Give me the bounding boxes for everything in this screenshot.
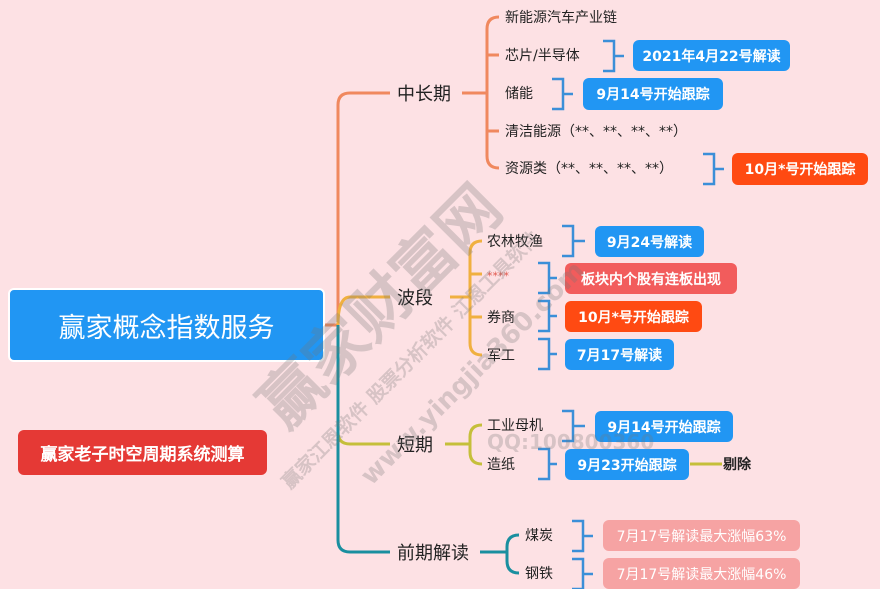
topic-item[interactable]: 新能源汽车产业链: [505, 10, 617, 26]
branch-mid-long[interactable]: 中长期: [397, 84, 451, 105]
topic-item[interactable]: ****: [487, 269, 509, 283]
note-badge[interactable]: 9月24号解读: [595, 226, 704, 257]
branch-short[interactable]: 短期: [397, 435, 433, 456]
topic-item[interactable]: 券商: [487, 310, 515, 326]
note-badge[interactable]: 10月*号开始跟踪: [565, 301, 702, 332]
topic-item[interactable]: 清洁能源（**、**、**、**）: [505, 124, 687, 140]
topic-item[interactable]: 资源类（**、**、**、**）: [505, 161, 673, 177]
branch-previous[interactable]: 前期解读: [397, 543, 469, 564]
topic-item[interactable]: 芯片/半导体: [505, 48, 580, 64]
note-badge[interactable]: 9月14号开始跟踪: [595, 411, 733, 442]
note-badge[interactable]: 7月17号解读最大涨幅63%: [603, 520, 800, 551]
note-badge[interactable]: 9月23开始跟踪: [565, 449, 689, 480]
topic-item[interactable]: 造纸: [487, 457, 515, 473]
topic-item[interactable]: 储能: [505, 86, 533, 102]
removed-label: 剔除: [723, 457, 751, 473]
topic-item[interactable]: 工业母机: [487, 418, 543, 434]
topic-item[interactable]: 军工: [487, 348, 515, 364]
branch-wave[interactable]: 波段: [397, 288, 433, 309]
topic-item[interactable]: 煤炭: [525, 528, 553, 544]
note-badge[interactable]: 2021年4月22号解读: [633, 40, 790, 71]
topic-item[interactable]: 农林牧渔: [487, 234, 543, 250]
note-badge[interactable]: 7月17号解读: [565, 339, 674, 370]
note-badge[interactable]: 7月17号解读最大涨幅46%: [603, 558, 800, 589]
note-badge[interactable]: 板块内个股有连板出现: [565, 263, 737, 294]
root-node[interactable]: 赢家概念指数服务: [8, 288, 325, 362]
secondary-node[interactable]: 赢家老子时空周期系统测算: [18, 430, 267, 475]
note-badge[interactable]: 9月14号开始跟踪: [583, 78, 723, 110]
note-badge[interactable]: 10月*号开始跟踪: [732, 153, 868, 185]
topic-item[interactable]: 钢铁: [525, 566, 553, 582]
